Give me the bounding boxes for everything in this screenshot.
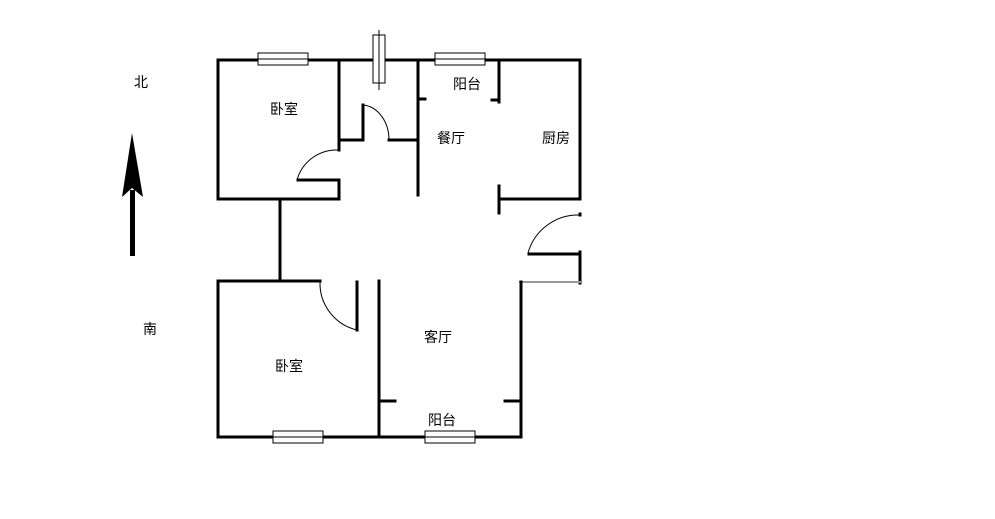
compass-south-label: 南 (143, 322, 157, 338)
north-arrow-icon (122, 133, 143, 256)
room-label-dining: 餐厅 (437, 131, 465, 147)
room-label-bedroom-north: 卧室 (270, 102, 298, 118)
room-label-balcony-south: 阳台 (428, 413, 456, 429)
room-label-living: 客厅 (424, 330, 452, 346)
room-label-bedroom-south: 卧室 (275, 359, 303, 375)
room-label-balcony-north: 阳台 (453, 77, 481, 93)
windows (257, 30, 486, 444)
walls (216, 58, 582, 439)
compass-north-label: 北 (134, 75, 148, 91)
room-label-kitchen: 厨房 (542, 131, 570, 147)
door-swings (296, 104, 581, 331)
